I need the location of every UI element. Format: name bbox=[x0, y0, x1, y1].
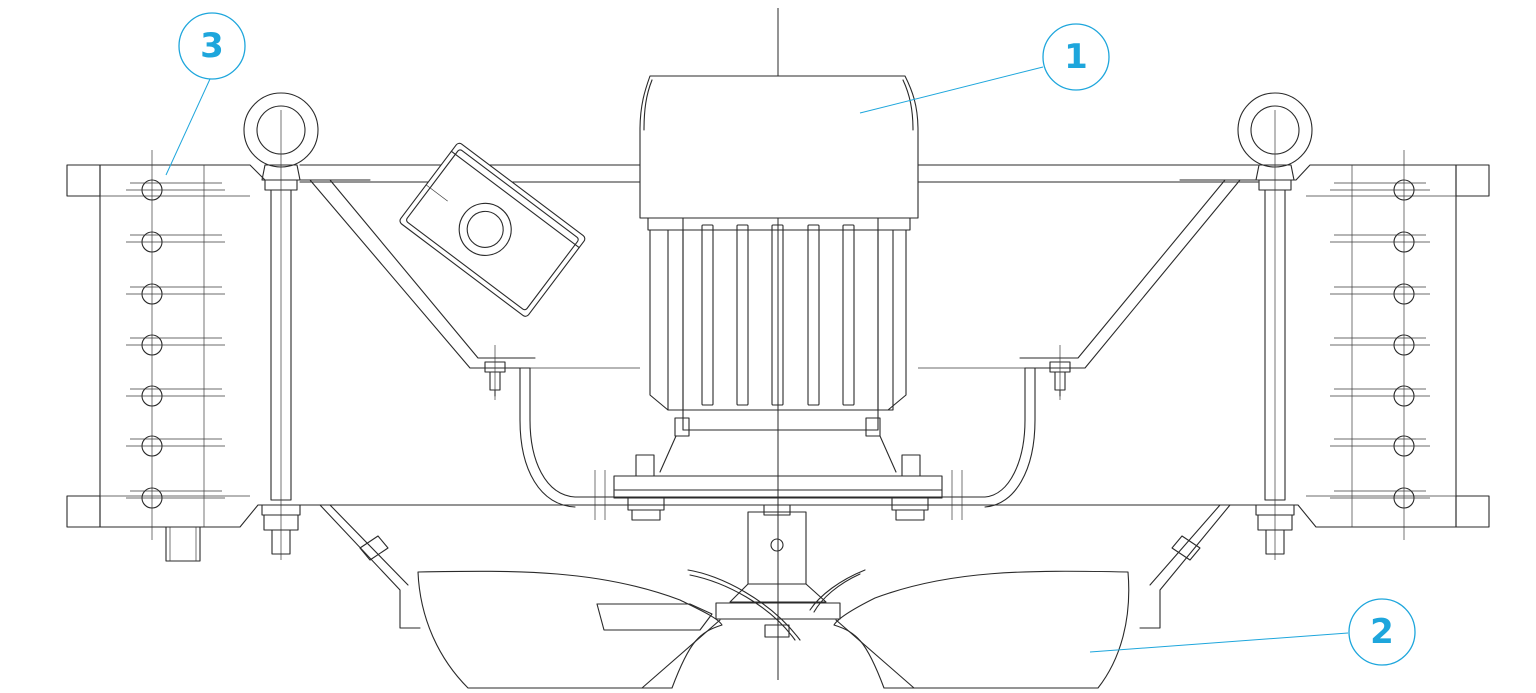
fan-blades bbox=[417, 569, 1130, 689]
left-panel-holes bbox=[126, 179, 225, 509]
motor-mount bbox=[594, 417, 963, 521]
right-panel-holes bbox=[1330, 179, 1430, 509]
small-screws bbox=[359, 345, 1201, 561]
left-drain-fitting bbox=[165, 526, 201, 562]
right-eyebolt bbox=[1237, 92, 1313, 560]
callout-3-label: 3 bbox=[200, 26, 224, 66]
left-eyebolt bbox=[243, 92, 319, 560]
callout-3-circle bbox=[178, 12, 246, 80]
callout-2-circle bbox=[1348, 598, 1416, 666]
terminal-box bbox=[399, 142, 586, 317]
motor-cooling-fins bbox=[701, 224, 855, 406]
callout-1-circle bbox=[1042, 23, 1110, 91]
callout-3: 3 bbox=[165, 12, 246, 176]
motor bbox=[639, 75, 919, 431]
callout-2: 2 bbox=[1089, 598, 1416, 666]
callout-1-label: 1 bbox=[1064, 37, 1088, 77]
callout-2-label: 2 bbox=[1370, 612, 1394, 652]
callout-1: 1 bbox=[859, 23, 1110, 114]
